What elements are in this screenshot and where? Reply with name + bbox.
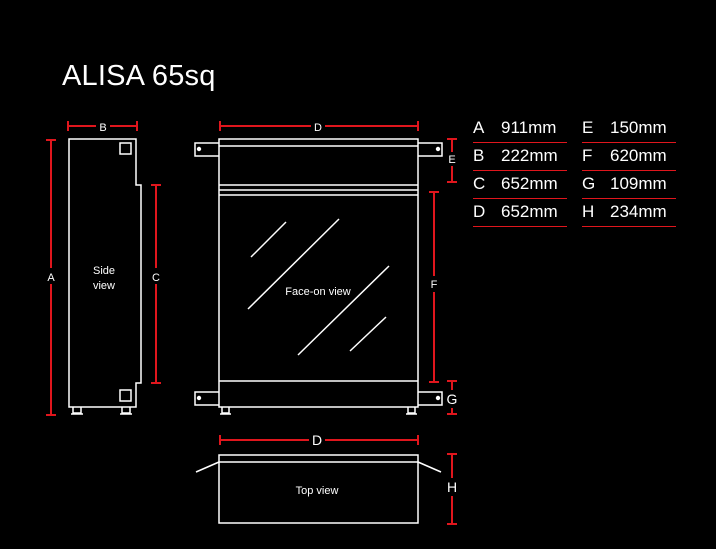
label-e: E bbox=[448, 154, 455, 166]
spec-divider bbox=[582, 226, 676, 227]
spec-value: 652mm bbox=[501, 202, 558, 221]
face-view-label: Face-on view bbox=[285, 286, 350, 298]
label-d-face: D bbox=[314, 122, 322, 134]
side-view-top-square bbox=[119, 142, 132, 155]
spec-value: 150mm bbox=[610, 118, 667, 137]
side-view-bottom-square bbox=[119, 389, 132, 402]
spec-value: 222mm bbox=[501, 146, 558, 165]
spec-letter: G bbox=[582, 174, 596, 193]
face-view-bottom-right-bracket bbox=[418, 391, 443, 406]
spec-divider bbox=[473, 226, 567, 227]
label-c: C bbox=[152, 272, 160, 284]
spec-letter: B bbox=[473, 146, 485, 165]
side-view-right-foot bbox=[120, 407, 132, 415]
spec-letter: A bbox=[473, 118, 485, 137]
spec-letter: C bbox=[473, 174, 486, 193]
face-view-left-foot bbox=[220, 407, 231, 415]
spec-letter: F bbox=[582, 146, 593, 165]
face-view-right-foot bbox=[406, 407, 417, 415]
label-h: H bbox=[447, 479, 457, 495]
side-view-outline bbox=[68, 138, 142, 408]
face-view-bottom-left-bracket bbox=[194, 391, 219, 406]
spec-value: 911mm bbox=[501, 118, 557, 137]
side-view-left-foot bbox=[71, 407, 83, 415]
spec-divider bbox=[582, 170, 676, 171]
page-title: ALISA 65sq bbox=[62, 60, 216, 92]
label-g: G bbox=[447, 391, 458, 407]
spec-divider bbox=[582, 198, 676, 199]
face-view-top-right-bracket bbox=[418, 142, 443, 157]
face-view-outline bbox=[218, 138, 419, 408]
spec-divider bbox=[473, 142, 567, 143]
spec-value: 652mm bbox=[501, 174, 558, 193]
top-view-label: Top view bbox=[296, 485, 339, 497]
spec-letter: H bbox=[582, 202, 595, 221]
label-d-top: D bbox=[312, 432, 322, 448]
spec-letter: E bbox=[582, 118, 594, 137]
label-b: B bbox=[99, 122, 106, 134]
face-view-top-left-bracket bbox=[194, 142, 219, 157]
spec-divider bbox=[473, 170, 567, 171]
spec-value: 234mm bbox=[610, 202, 667, 221]
spec-value: 620mm bbox=[610, 146, 667, 165]
side-view-label-line2: view bbox=[93, 280, 115, 292]
spec-letter: D bbox=[473, 202, 486, 221]
label-f: F bbox=[431, 279, 438, 291]
spec-divider bbox=[473, 198, 567, 199]
spec-divider bbox=[582, 142, 676, 143]
side-view-label-line1: Side bbox=[93, 265, 115, 277]
top-view-outline bbox=[218, 454, 419, 524]
label-a: A bbox=[47, 272, 55, 284]
spec-value: 109mm bbox=[610, 174, 667, 193]
